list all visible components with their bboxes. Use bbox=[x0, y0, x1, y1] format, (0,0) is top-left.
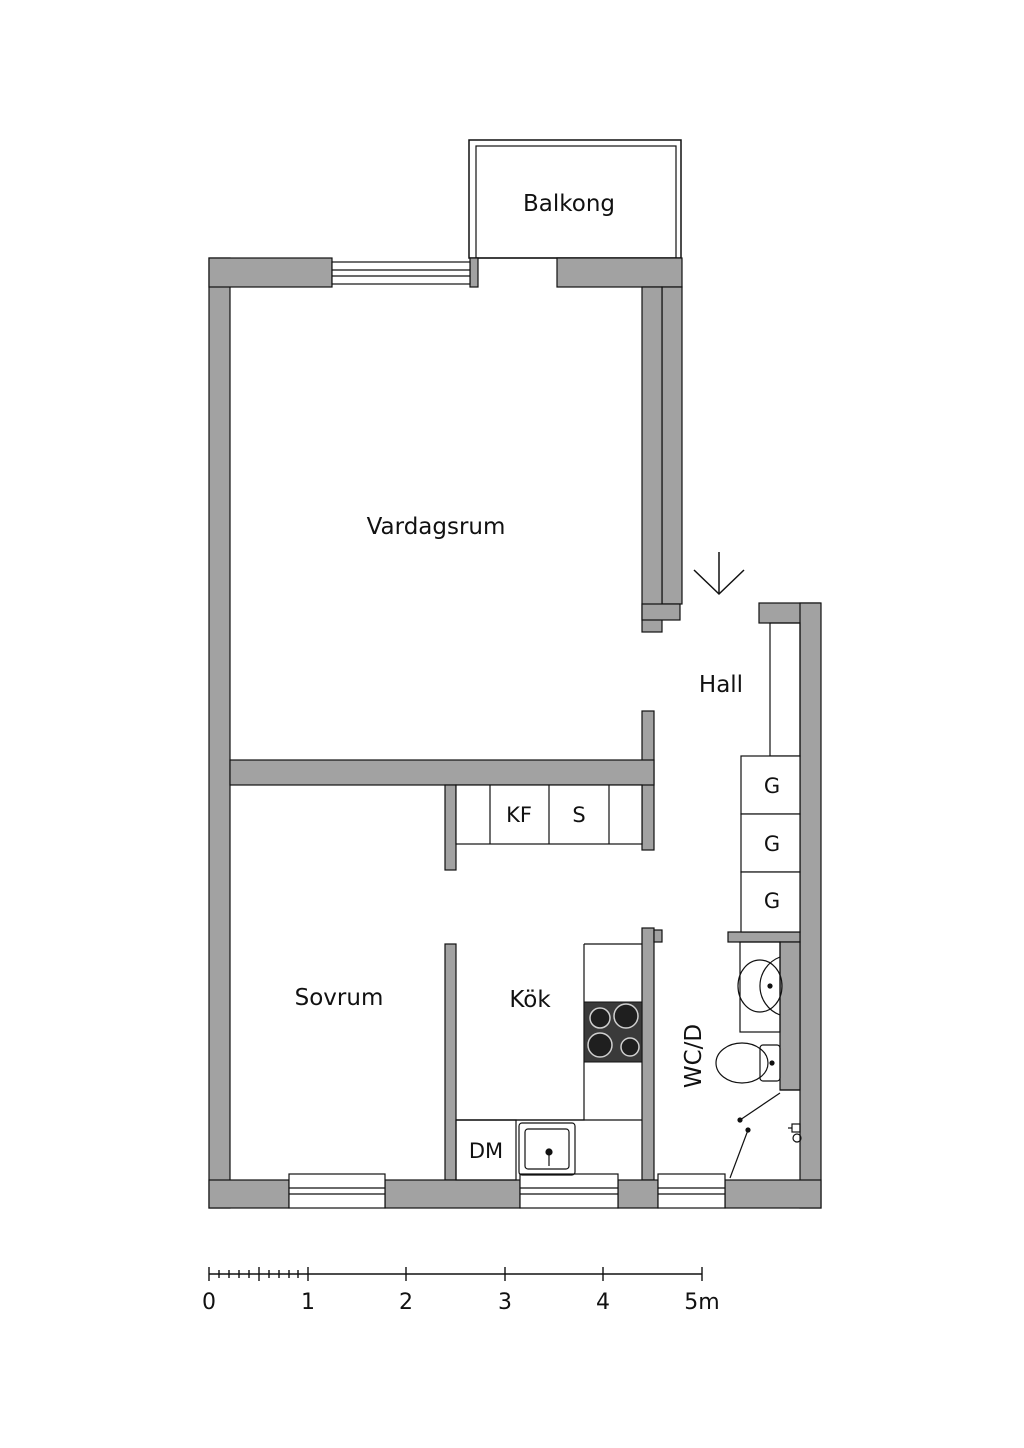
wc-door bbox=[729, 1089, 800, 1179]
washbasin-icon bbox=[737, 941, 783, 1033]
hall-shelf bbox=[769, 622, 801, 757]
room-label-balcony: Balkong bbox=[523, 191, 615, 217]
room-label-kitchen: Kök bbox=[509, 987, 551, 1013]
stove-icon bbox=[583, 1001, 643, 1063]
room-label-bedroom: Sovrum bbox=[295, 985, 384, 1011]
room-label-wc: WC/D bbox=[681, 1024, 707, 1088]
scale-tick-label: 4 bbox=[596, 1290, 610, 1315]
fixture-label-freezer: S bbox=[572, 803, 585, 827]
fixture-label-wardrobe: G bbox=[764, 832, 780, 856]
room-label-hall: Hall bbox=[699, 672, 743, 698]
walls bbox=[208, 257, 822, 1209]
scale-tick-label: 1 bbox=[301, 1290, 315, 1315]
toilet-icon bbox=[715, 1042, 781, 1084]
kitchen-counter bbox=[455, 943, 642, 1181]
room-label-living-room: Vardagsrum bbox=[367, 514, 506, 540]
fixture-label-wardrobe: G bbox=[764, 889, 780, 913]
scale-tick-label: 5m bbox=[684, 1290, 719, 1315]
scale-tick-label: 2 bbox=[399, 1290, 413, 1315]
fixture-label-fridge-freezer: KF bbox=[506, 803, 532, 827]
scale-tick-label: 3 bbox=[498, 1290, 512, 1315]
fixture-label-dishwasher: DM bbox=[469, 1139, 503, 1163]
fixture-label-wardrobe: G bbox=[764, 774, 780, 798]
floor-drain-icon bbox=[788, 1123, 802, 1143]
sink-icon bbox=[518, 1122, 576, 1176]
cabinets bbox=[455, 784, 643, 845]
wardrobes bbox=[740, 755, 801, 933]
window-icon bbox=[288, 261, 726, 1209]
scale-tick-label: 0 bbox=[202, 1290, 216, 1315]
scale-bar bbox=[208, 1267, 703, 1281]
entrance-arrow-icon bbox=[693, 552, 745, 596]
